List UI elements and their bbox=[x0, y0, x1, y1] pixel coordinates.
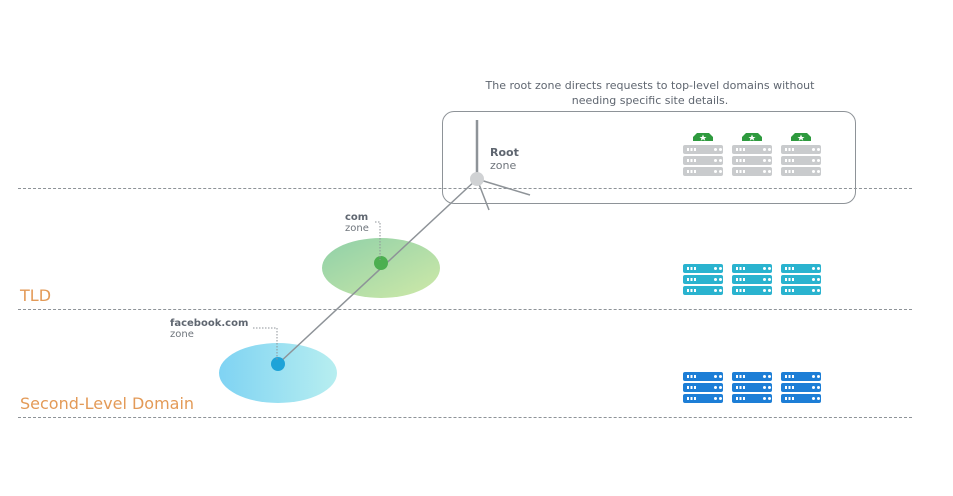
tld-level-divider bbox=[18, 309, 912, 310]
root-server-icon bbox=[683, 133, 723, 178]
facebook-node bbox=[271, 357, 285, 371]
com-zone-subtitle: zone bbox=[345, 223, 369, 234]
root-server-icon bbox=[732, 133, 772, 178]
tld-server-icon bbox=[781, 264, 821, 297]
root-server-icon bbox=[781, 133, 821, 178]
root-zone-subtitle: zone bbox=[490, 159, 517, 172]
tld-server-icon bbox=[732, 264, 772, 297]
facebook-leader-line bbox=[253, 327, 278, 360]
tld-server-icon bbox=[683, 264, 723, 297]
second-level-server-icon bbox=[781, 372, 821, 405]
shield-badge-icon bbox=[693, 133, 713, 141]
second-level-divider bbox=[18, 417, 912, 418]
second-level-server-icon bbox=[732, 372, 772, 405]
shield-badge-icon bbox=[742, 133, 762, 141]
com-zone-title: com bbox=[345, 212, 369, 223]
antenna-icon bbox=[470, 120, 531, 211]
facebook-zone-title: facebook.com bbox=[170, 318, 249, 329]
facebook-zone-ellipse bbox=[219, 343, 337, 403]
root-zone-label: Root zone bbox=[490, 146, 519, 172]
root-zone-caption: The root zone directs requests to top-le… bbox=[470, 78, 830, 108]
second-level-label: Second-Level Domain bbox=[20, 394, 195, 413]
delegation-line bbox=[277, 178, 478, 365]
facebook-zone-subtitle: zone bbox=[170, 329, 194, 340]
caption-line-1: The root zone directs requests to top-le… bbox=[485, 79, 815, 92]
root-zone-title: Root bbox=[490, 146, 519, 159]
com-leader-line bbox=[375, 221, 381, 260]
root-level-divider bbox=[18, 188, 912, 189]
com-node bbox=[374, 256, 388, 270]
facebook-zone-label: facebook.com zone bbox=[170, 318, 248, 340]
tld-level-label: TLD bbox=[20, 286, 52, 305]
caption-line-2: needing specific site details. bbox=[571, 94, 729, 107]
com-zone-label: com zone bbox=[345, 212, 369, 234]
shield-badge-icon bbox=[791, 133, 811, 141]
second-level-server-icon bbox=[683, 372, 723, 405]
root-zone-box bbox=[442, 111, 856, 204]
